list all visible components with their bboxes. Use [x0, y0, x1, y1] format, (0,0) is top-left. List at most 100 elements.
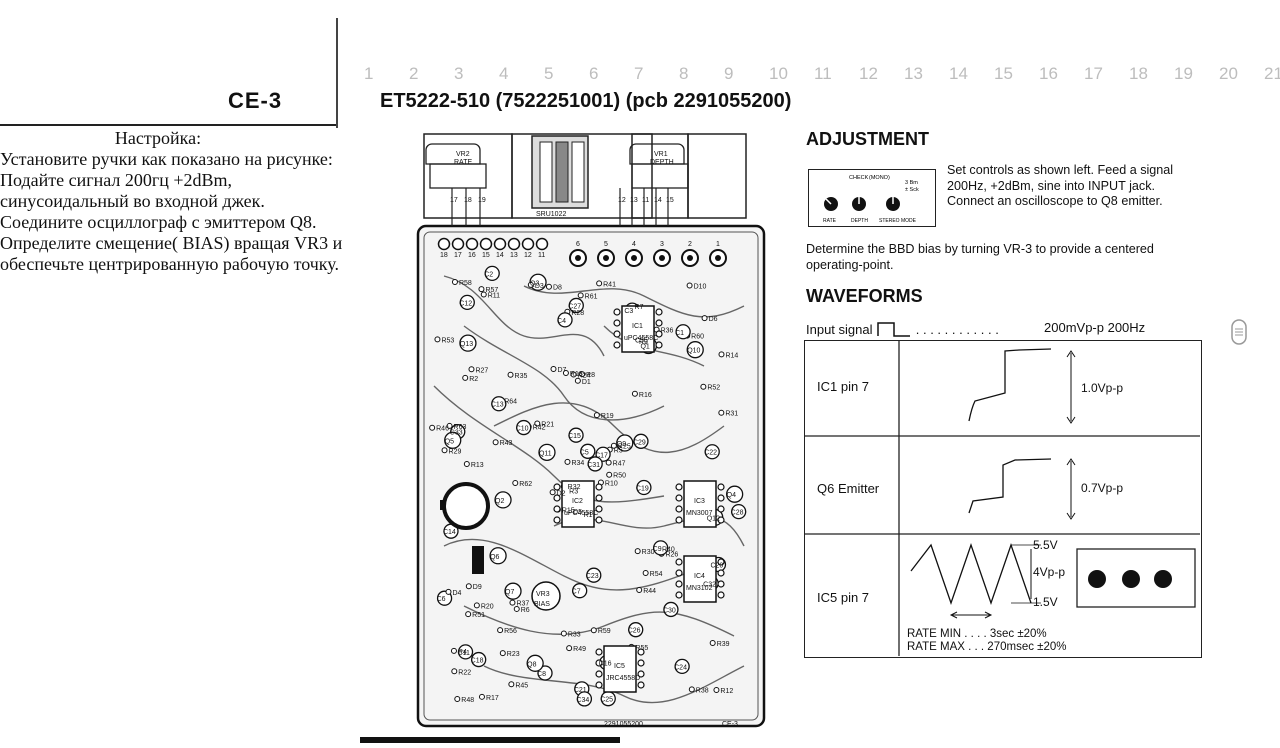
ruler-number: 13	[904, 64, 923, 83]
component-label: D9	[473, 584, 482, 591]
ruler-number: 2	[409, 64, 419, 83]
component-outline	[725, 485, 744, 503]
pcb-pad	[521, 237, 535, 251]
component-label: R42	[533, 425, 546, 432]
pad-label: 16	[468, 252, 476, 259]
component-outline	[459, 334, 477, 352]
component-pad	[508, 681, 515, 688]
component-outline	[704, 444, 720, 460]
component-label: R8	[586, 372, 595, 379]
q6-waveform	[968, 458, 1052, 514]
pcb-pad	[479, 237, 493, 251]
mirror-text: 2291055200	[604, 721, 643, 728]
component-label: R43	[500, 440, 513, 447]
notes-line: синусоидальный во входной джек.	[0, 191, 265, 211]
component-label: R53	[441, 337, 454, 344]
component-label: R3	[569, 489, 578, 496]
component-label: R27	[475, 367, 488, 374]
component-pad	[549, 489, 556, 496]
component-label: C12	[459, 300, 472, 307]
component-outline	[444, 431, 462, 449]
pcb-pad	[507, 237, 521, 251]
component-label: R32	[568, 484, 581, 491]
ruler-number: 1	[364, 64, 374, 83]
component-label: C32	[703, 581, 716, 588]
component-pad	[574, 377, 581, 384]
ruler-number: 6	[589, 64, 599, 83]
vr1-sub-label: DEPTH	[650, 159, 674, 166]
ic-label: IC2	[572, 498, 583, 505]
ic1-waveform	[968, 348, 1052, 422]
component-label: R25	[618, 444, 631, 451]
adjustment-text-2: Connect an oscilloscope to Q8 emitter.	[947, 194, 1163, 208]
ruler-number: 9	[724, 64, 734, 83]
rate-min-note: RATE MIN . . . . 3sec ±20%	[907, 628, 1047, 640]
component-pad	[566, 645, 573, 652]
component-pad	[463, 461, 470, 468]
pcb-pad	[437, 237, 451, 251]
ruler-number: 12	[859, 64, 878, 83]
component-pad	[709, 639, 716, 646]
waveform-grid	[805, 341, 1200, 656]
component-label: C24	[674, 664, 687, 671]
component-label: R10	[605, 481, 618, 488]
component-outline	[580, 443, 596, 459]
component-pad	[473, 602, 480, 609]
component-label: D2	[557, 490, 566, 497]
component-pad	[713, 687, 720, 694]
component-label: C34	[576, 697, 589, 704]
vr3-sub-label: BIAS	[534, 601, 550, 608]
adjustment-text-1: Set controls as shown left. Feed a signa…	[947, 163, 1174, 193]
component-pad	[564, 458, 571, 465]
ic5-waveform	[910, 543, 1032, 605]
component-pad	[605, 459, 612, 466]
component-label: C3	[624, 308, 633, 315]
scroll-handle-icon[interactable]	[1228, 318, 1250, 346]
component-pad	[562, 370, 569, 377]
pad-label: 18	[440, 252, 448, 259]
ruler-number: 20	[1219, 64, 1238, 83]
component-pad	[700, 383, 707, 390]
component-label: C13	[491, 402, 504, 409]
component-label: C11	[458, 650, 470, 657]
vr3-label: VR3	[536, 591, 550, 598]
component-label: C10	[516, 426, 529, 433]
pcb-pad	[465, 237, 479, 251]
model-title: ET5222-510 (7522251001) (pcb 2291055200)	[380, 90, 792, 112]
component-label: C4	[557, 318, 566, 325]
component-pad	[451, 668, 458, 675]
component-label: R1	[584, 512, 593, 519]
component-label: R49	[573, 646, 586, 653]
notes-line: Соедините осциллограф с эмиттером Q8.	[0, 212, 317, 232]
component-label: R39	[717, 641, 730, 648]
ruler-number: 16	[1039, 64, 1058, 83]
component-label: R34	[571, 460, 584, 467]
component-pad	[445, 588, 452, 595]
component-label: C30	[663, 607, 676, 614]
component-label: D4	[452, 590, 461, 597]
component-label: Q1	[640, 343, 649, 350]
component-pad	[465, 611, 472, 618]
component-label: R38	[696, 687, 709, 694]
q6-value: 0.7Vp-p	[1081, 481, 1124, 495]
component-pad	[512, 479, 519, 486]
component-label: D3	[535, 283, 544, 290]
ic-label: IC4	[694, 573, 705, 580]
ic-part-label: uPC4558C	[564, 510, 598, 517]
component-label: R55	[635, 645, 648, 652]
pad-label: 5	[604, 241, 608, 248]
component-pad	[478, 286, 485, 293]
component-label: C28	[731, 510, 744, 517]
component-label: R18	[570, 371, 583, 378]
component-pad	[590, 627, 597, 634]
ruler-number: 3	[454, 64, 464, 83]
component-outline	[557, 312, 573, 328]
component-outline	[674, 658, 690, 675]
pcb-pad	[535, 237, 549, 251]
component-pad	[499, 650, 506, 657]
component-label: D5	[573, 509, 582, 516]
component-label: R46	[436, 426, 449, 433]
component-label: C15	[568, 433, 581, 440]
adjustment-heading: ADJUSTMENT	[806, 129, 930, 149]
